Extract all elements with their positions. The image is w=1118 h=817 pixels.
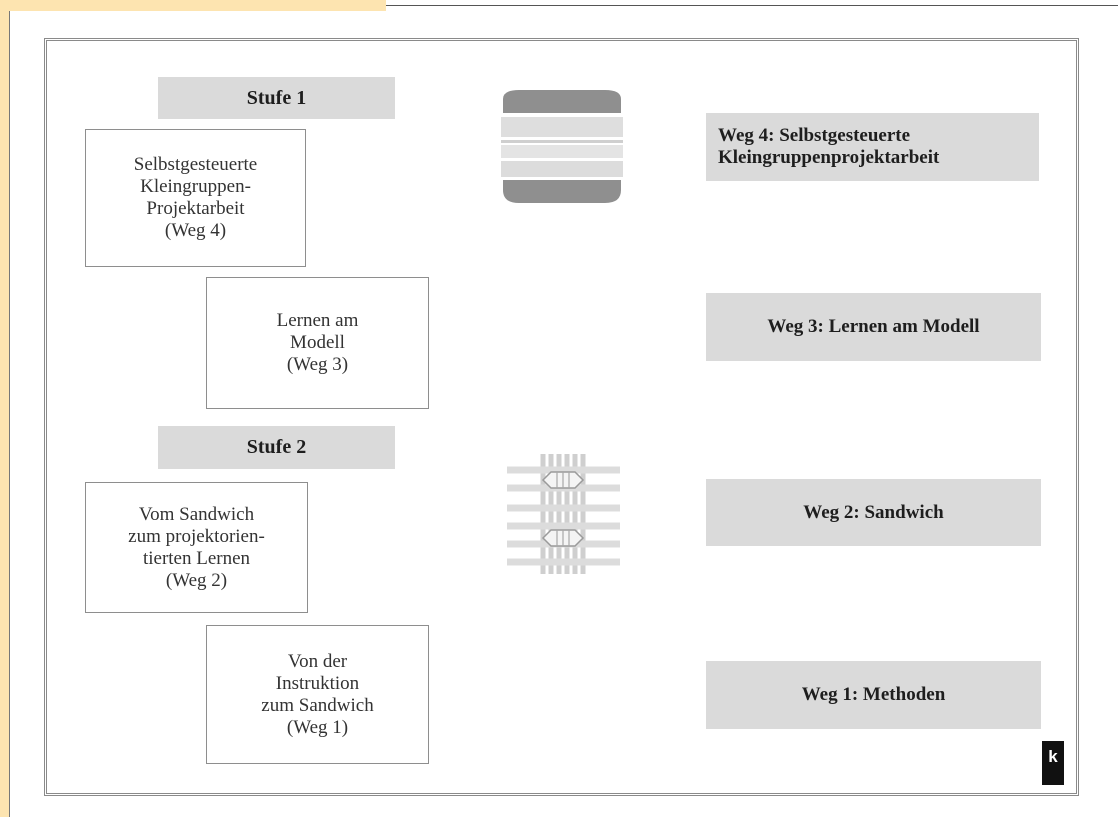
weg-1-label: Weg 1: Methoden [706,661,1041,729]
weg-4-label: Weg 4: Selbstgesteuerte Kleingruppenproj… [706,113,1039,181]
left-border-line [9,11,10,817]
weg-1-box: Von der Instruktion zum Sandwich (Weg 1) [206,625,429,764]
left-accent-bar [0,0,9,817]
stufe-2-label: Stufe 2 [158,426,395,469]
stufe-1-label: Stufe 1 [158,77,395,119]
weg-3-box: Lernen am Modell (Weg 3) [206,277,429,409]
top-border-line [386,5,1118,6]
weg-4-box: Selbstgesteuerte Kleingruppen- Projektar… [85,129,306,267]
weg-2-label: Weg 2: Sandwich [706,479,1041,546]
grid-network-icon [507,454,620,574]
weg-2-box: Vom Sandwich zum projektorien- tierten L… [85,482,308,613]
sandwich-icon [501,90,623,203]
weg-3-label: Weg 3: Lernen am Modell [706,293,1041,361]
k-logo: k [1042,741,1064,785]
top-accent-bar [0,0,386,11]
